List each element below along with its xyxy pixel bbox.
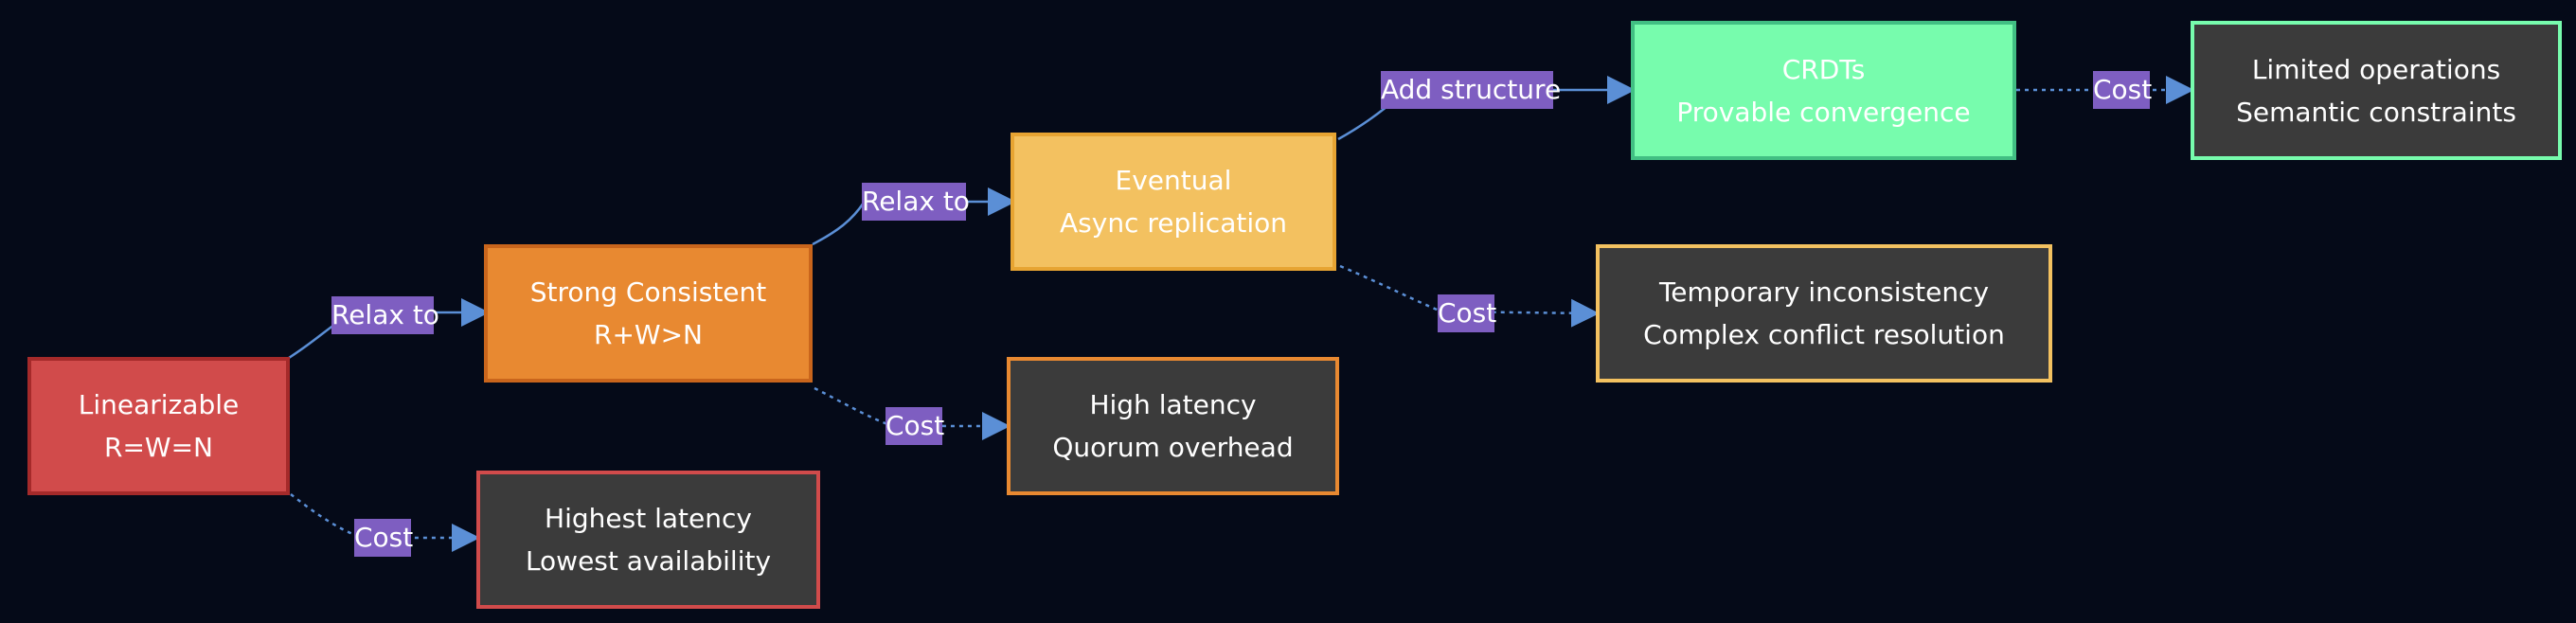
edge-strong-cost <box>814 386 1011 440</box>
edge-label-crdts-cost: Cost <box>2093 71 2152 109</box>
node-crdts: CRDTs Provable convergence <box>1631 21 2016 160</box>
edge-label-strong-cost: Cost <box>886 407 944 445</box>
edge-label-linearizable-to-strong: Relax to <box>331 296 439 334</box>
node-linearizable: Linearizable R=W=N <box>27 357 290 495</box>
node-temporary-inconsistency: Temporary inconsistency Complex conflict… <box>1596 244 2052 383</box>
node-crdts-title: CRDTs <box>1781 53 1866 85</box>
node-high-latency-line2: Quorum overhead <box>1052 432 1294 463</box>
node-temporary-inconsistency-line2: Complex conflict resolution <box>1643 319 2005 350</box>
node-crdts-detail: Provable convergence <box>1676 96 1971 128</box>
node-eventual-detail: Async replication <box>1060 207 1287 239</box>
node-eventual: Eventual Async replication <box>1011 133 1336 271</box>
node-limited-operations: Limited operations Semantic constraints <box>2191 21 2562 160</box>
node-linearizable-detail: R=W=N <box>103 432 213 463</box>
node-eventual-title: Eventual <box>1115 165 1232 196</box>
edge-label-eventual-cost: Cost <box>1438 294 1496 332</box>
node-limited-operations-line2: Semantic constraints <box>2236 96 2516 128</box>
node-strong-consistent-detail: R+W>N <box>593 319 703 350</box>
edge-label-eventual-to-crdts: Add structure <box>1381 71 1561 109</box>
node-strong-consistent-title: Strong Consistent <box>529 276 767 308</box>
node-highest-latency-line1: Highest latency <box>545 503 752 534</box>
node-highest-latency: Highest latency Lowest availability <box>476 471 820 609</box>
node-strong-consistent: Strong Consistent R+W>N <box>484 244 813 383</box>
node-high-latency: High latency Quorum overhead <box>1007 357 1339 495</box>
node-high-latency-line1: High latency <box>1089 389 1257 420</box>
edge-label-linearizable-cost: Cost <box>354 519 413 557</box>
node-limited-operations-line1: Limited operations <box>2251 53 2501 85</box>
edge-linearizable-cost <box>290 493 480 552</box>
node-linearizable-title: Linearizable <box>78 389 240 420</box>
edge-label-strong-to-eventual: Relax to <box>862 183 970 221</box>
node-temporary-inconsistency-line1: Temporary inconsistency <box>1658 276 1990 308</box>
node-highest-latency-line2: Lowest availability <box>525 545 772 577</box>
